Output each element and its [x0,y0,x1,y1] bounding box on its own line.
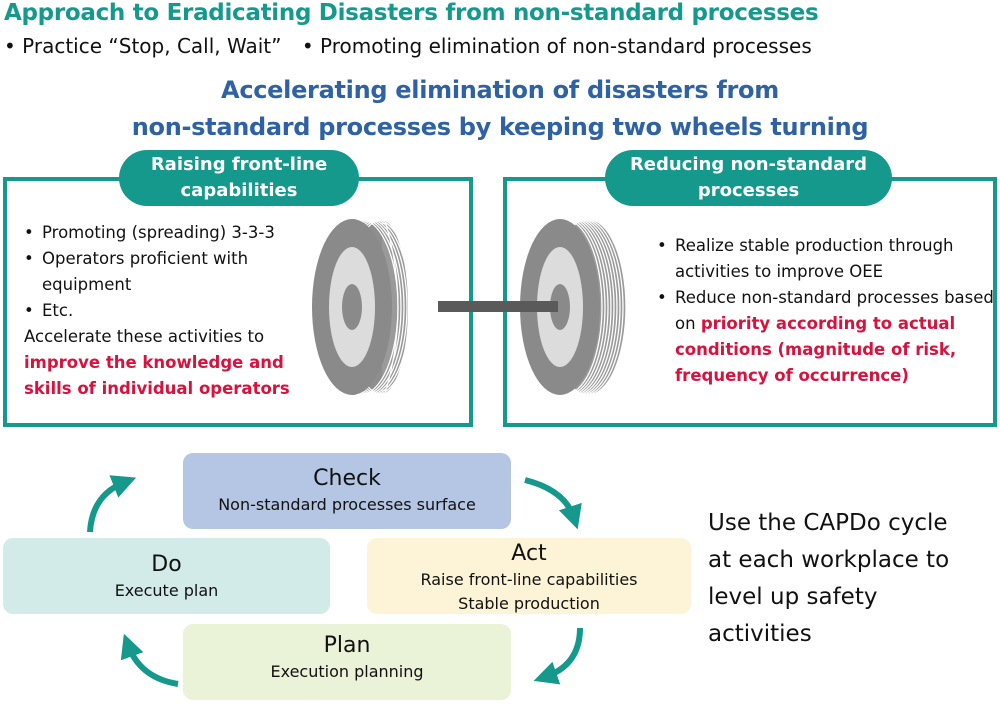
non-standard-text: Realize stable production through activi… [657,233,997,389]
arrow-act-to-plan-icon [533,627,583,685]
capdo-line: level up safety [708,584,878,610]
list-item: Promoting (spreading) 3-3-3 [24,220,314,246]
axle-icon [500,301,558,312]
page-title: Approach to Eradicating Disasters from n… [4,0,819,26]
item-prefix: Reduce non-standard processes based on [675,288,994,333]
headline: Accelerating elimination of disasters fr… [0,72,1000,146]
check-subtitle: Non-standard processes surface [218,495,476,514]
highlight-text: improve the knowledge and skills of indi… [24,353,290,398]
do-subtitle: Execute plan [114,581,219,600]
capdo-line: Use the CAPDo cycle [708,510,948,536]
front-line-list: Promoting (spreading) 3-3-3 Operators pr… [24,220,314,324]
cycle-do-box: Do Execute plan [3,538,330,614]
check-title: Check [313,466,381,491]
left-wheel-icon [312,218,423,396]
capdo-line: at each workplace to [708,547,950,573]
summary-text: Accelerate these activities to [24,327,265,346]
cycle-check-box: Check Non-standard processes surface [183,453,511,529]
front-line-pill: Raising front-line capabilities [119,150,359,206]
pill-label: capabilities [180,180,298,201]
act-subtitle-1: Raise front-line capabilities [420,570,638,589]
cycle-arrows [87,475,583,687]
capdo-line: activities [708,621,812,647]
list-item: Operators proficient with equipment [24,246,314,298]
front-line-text: Promoting (spreading) 3-3-3 Operators pr… [24,220,314,402]
list-item: Realize stable production through activi… [657,233,997,285]
list-item: Reduce non-standard processes based on p… [657,285,997,389]
headline-line-2: non-standard processes by keeping two wh… [131,113,869,141]
arrow-plan-to-do-icon [120,633,179,687]
non-standard-pill: Reducing non-standard processes [605,150,892,206]
arrow-check-to-act-icon [524,477,582,530]
bullet-promoting-elimination: • Promoting elimination of non-standard … [301,34,812,58]
headline-line-1: Accelerating elimination of disasters fr… [221,76,779,104]
plan-title: Plan [323,633,371,658]
two-wheels-illustration [312,218,562,396]
pill-label: processes [697,180,800,201]
cycle-plan-box: Plan Execution planning [183,624,511,700]
do-title: Do [151,552,182,577]
arrow-do-to-check-icon [87,475,137,533]
highlight-text: priority according to actual conditions … [675,314,957,385]
capdo-note: Use the CAPDo cycle at each workplace to… [708,505,949,653]
list-item: Etc. [24,298,314,324]
act-subtitle-2: Stable production [458,594,600,613]
cycle-act-box: Act Raise front-line capabilities Stable… [367,538,691,614]
non-standard-list: Realize stable production through activi… [657,233,997,389]
pill-label: Reducing non-standard [629,154,868,175]
plan-subtitle: Execution planning [270,662,424,681]
right-wheel-icon [500,218,627,396]
bullet-stop-call-wait: • Practice “Stop, Call, Wait” [4,34,282,58]
header-bullets: • Practice “Stop, Call, Wait” • Promotin… [4,34,826,58]
pill-label: Raising front-line [150,154,328,175]
act-title: Act [511,541,547,566]
